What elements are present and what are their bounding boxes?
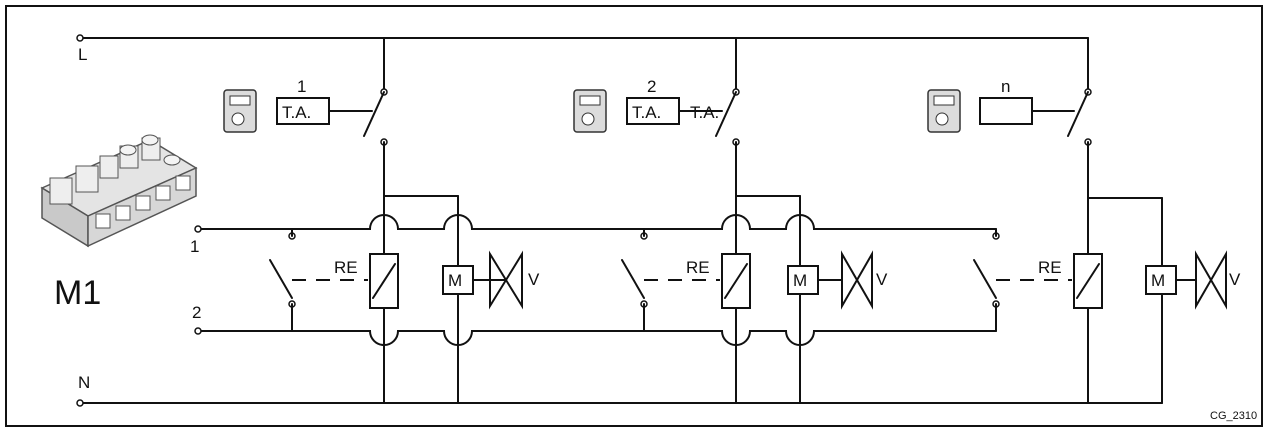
zone-1-valve-label: V (528, 270, 540, 289)
diagram-border (5, 5, 1263, 427)
zone-1-motor-label: M (448, 271, 462, 290)
zone-n-actuator-box (979, 97, 1033, 125)
zone-2: 2 T.A. T.A. RE M V (573, 37, 888, 404)
neutral-terminal (76, 399, 84, 407)
signal-line-1 (197, 214, 997, 230)
zone-2-actuator-box (626, 97, 680, 125)
zone-1-relay-label: RE (334, 258, 358, 277)
zone-n-motor (1145, 265, 1177, 295)
zone-2-valve-label: V (876, 270, 888, 289)
zone-1-actuator-label: T.A. (282, 103, 311, 122)
zone-1-valve (489, 250, 523, 310)
signal-line-2 (197, 330, 997, 346)
input-2-label: 2 (192, 303, 201, 322)
module-label: M1 (54, 274, 101, 312)
zone-n-relay-label: RE (1038, 258, 1062, 277)
line-terminal (76, 34, 84, 42)
thermostat-icon (927, 89, 961, 133)
input-1-label: 1 (190, 237, 199, 256)
zone-n-relay-coil (1073, 253, 1103, 309)
zone-2-index: 2 (647, 77, 656, 96)
zone-2-motor (787, 265, 819, 295)
zone-2-relay-label: RE (686, 258, 710, 277)
zone-2-extra-label: T.A. (690, 103, 719, 122)
zone-1: 1 T.A. RE M V (223, 37, 540, 404)
zone-1-index: 1 (297, 77, 306, 96)
zone-n-index: n (1001, 77, 1010, 96)
zone-n-motor-label: M (1151, 271, 1165, 290)
zone-2-motor-label: M (793, 271, 807, 290)
zone-1-motor (442, 265, 474, 295)
diagram-code: CG_2310 (1210, 410, 1257, 422)
zone-2-valve (841, 250, 873, 310)
input-2-terminal (194, 327, 202, 335)
thermostat-icon (223, 89, 257, 133)
zone-n-valve (1195, 250, 1227, 310)
input-1-terminal (194, 225, 202, 233)
neutral-label: N (78, 373, 90, 392)
thermostat-icon (573, 89, 607, 133)
zone-n-valve-label: V (1229, 270, 1241, 289)
zone-1-actuator-box (276, 97, 330, 125)
terminal-block-icon (40, 134, 198, 248)
zone-n: n RE M V (927, 37, 1241, 404)
zone-2-actuator-label: T.A. (632, 103, 661, 122)
line-label: L (78, 45, 87, 64)
